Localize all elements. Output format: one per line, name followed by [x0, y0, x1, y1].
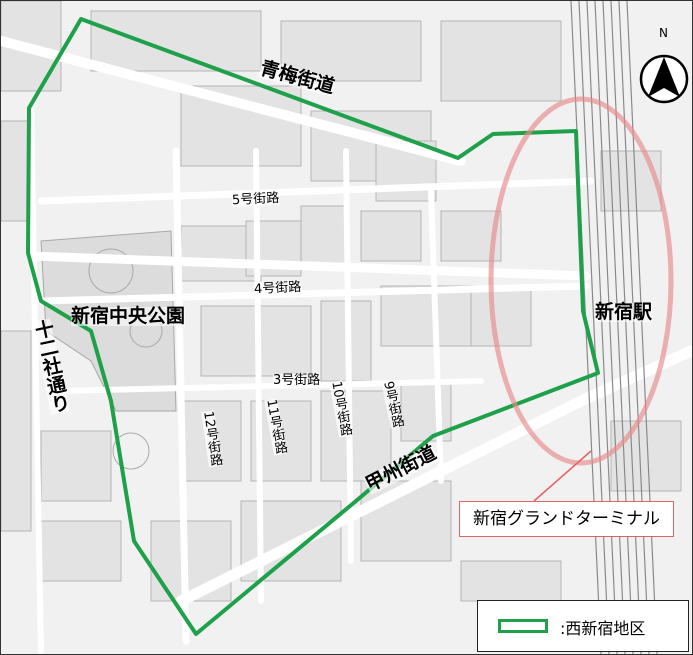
road-label-5: 5号街路	[231, 190, 280, 209]
compass-letter: N	[659, 26, 668, 40]
railway	[570, 1, 658, 654]
terminal-area-ellipse	[488, 96, 674, 466]
place-label-park: 新宿中央公園	[71, 305, 186, 327]
terminal-callout: 新宿グランドターミナル	[459, 501, 674, 537]
place-label-station: 新宿駅	[595, 301, 653, 323]
district-boundary	[26, 17, 600, 636]
north-arrow-icon: N	[639, 26, 689, 104]
legend-boundary-swatch	[498, 619, 548, 633]
callout-leader	[533, 450, 592, 502]
legend: :西新宿地区	[477, 600, 689, 652]
road-label-3: 3号街路	[273, 373, 321, 388]
road-label-4: 4号街路	[253, 279, 302, 298]
legend-label: :西新宿地区	[560, 619, 646, 638]
